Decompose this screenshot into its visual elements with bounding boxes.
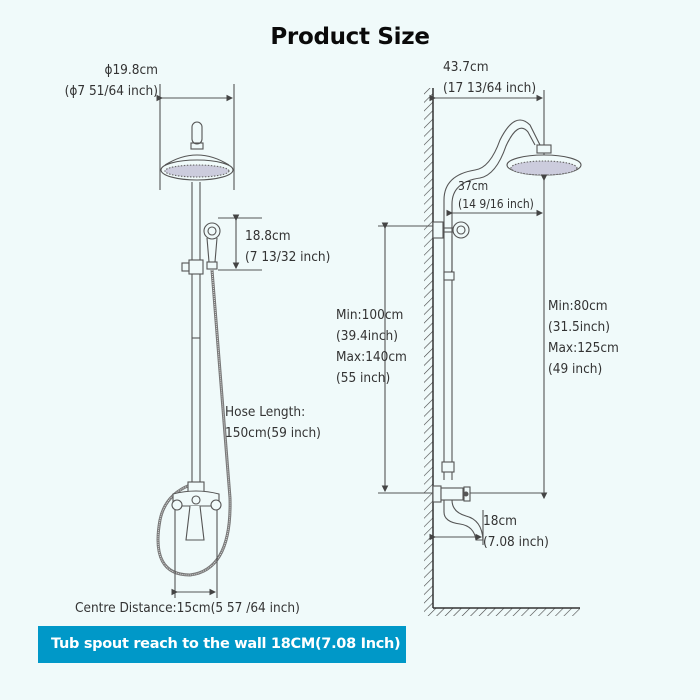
hose-length-line2: 150cm(59 inch) (225, 425, 321, 441)
handheld-height-cm: 18.8cm (245, 228, 291, 244)
hose-length-label: Hose Length: 150cm(59 inch) (225, 402, 321, 444)
handheld-height-inch: (7 13/32 inch) (245, 249, 331, 265)
bracket-min-cm: Min:100cm (336, 307, 404, 323)
handheld-reach-inch: (14 9/16 inch) (458, 197, 534, 211)
spout-reach-cm: 18cm (483, 513, 517, 529)
bracket-max-cm: Max:140cm (336, 349, 407, 365)
handheld-height-label: 18.8cm (7 13/32 inch) (245, 226, 330, 268)
head-min-cm: Min:80cm (548, 298, 608, 314)
head-max-cm: Max:125cm (548, 340, 619, 356)
arm-reach-cm: 43.7cm (443, 59, 489, 75)
arm-reach-inch: (17 13/64 inch) (443, 80, 537, 96)
handheld-reach-label: 37cm (14 9/16 inch) (458, 177, 534, 213)
bracket-min-inch: (39.4inch) (336, 328, 398, 344)
spout-reach-inch: (7.08 inch) (483, 534, 549, 550)
spout-reach-banner: Tub spout reach to the wall 18CM(7.08 In… (38, 626, 406, 663)
bracket-height-label: Min:100cm (39.4inch) Max:140cm (55 inch) (336, 305, 407, 389)
spout-reach-label: 18cm (7.08 inch) (483, 511, 549, 553)
head-height-label: Min:80cm (31.5inch) Max:125cm (49 inch) (548, 296, 619, 380)
page-title: Product Size (270, 24, 430, 50)
head-max-inch: (49 inch) (548, 361, 603, 377)
head-diameter-cm: ϕ19.8cm (104, 62, 158, 78)
head-min-inch: (31.5inch) (548, 319, 610, 335)
head-diameter-inch: (ϕ7 51/64 inch) (64, 83, 158, 99)
left-shower-fixture (156, 84, 262, 598)
right-shower-fixture (378, 88, 582, 616)
head-diameter-label: ϕ19.8cm (ϕ7 51/64 inch) (54, 60, 158, 102)
arm-reach-label: 43.7cm (17 13/64 inch) (443, 57, 536, 99)
centre-distance-label: Centre Distance:15cm(5 57 /64 inch) (75, 600, 300, 616)
bracket-max-inch: (55 inch) (336, 370, 391, 386)
hose-length-line1: Hose Length: (225, 404, 306, 420)
handheld-reach-cm: 37cm (458, 179, 489, 193)
